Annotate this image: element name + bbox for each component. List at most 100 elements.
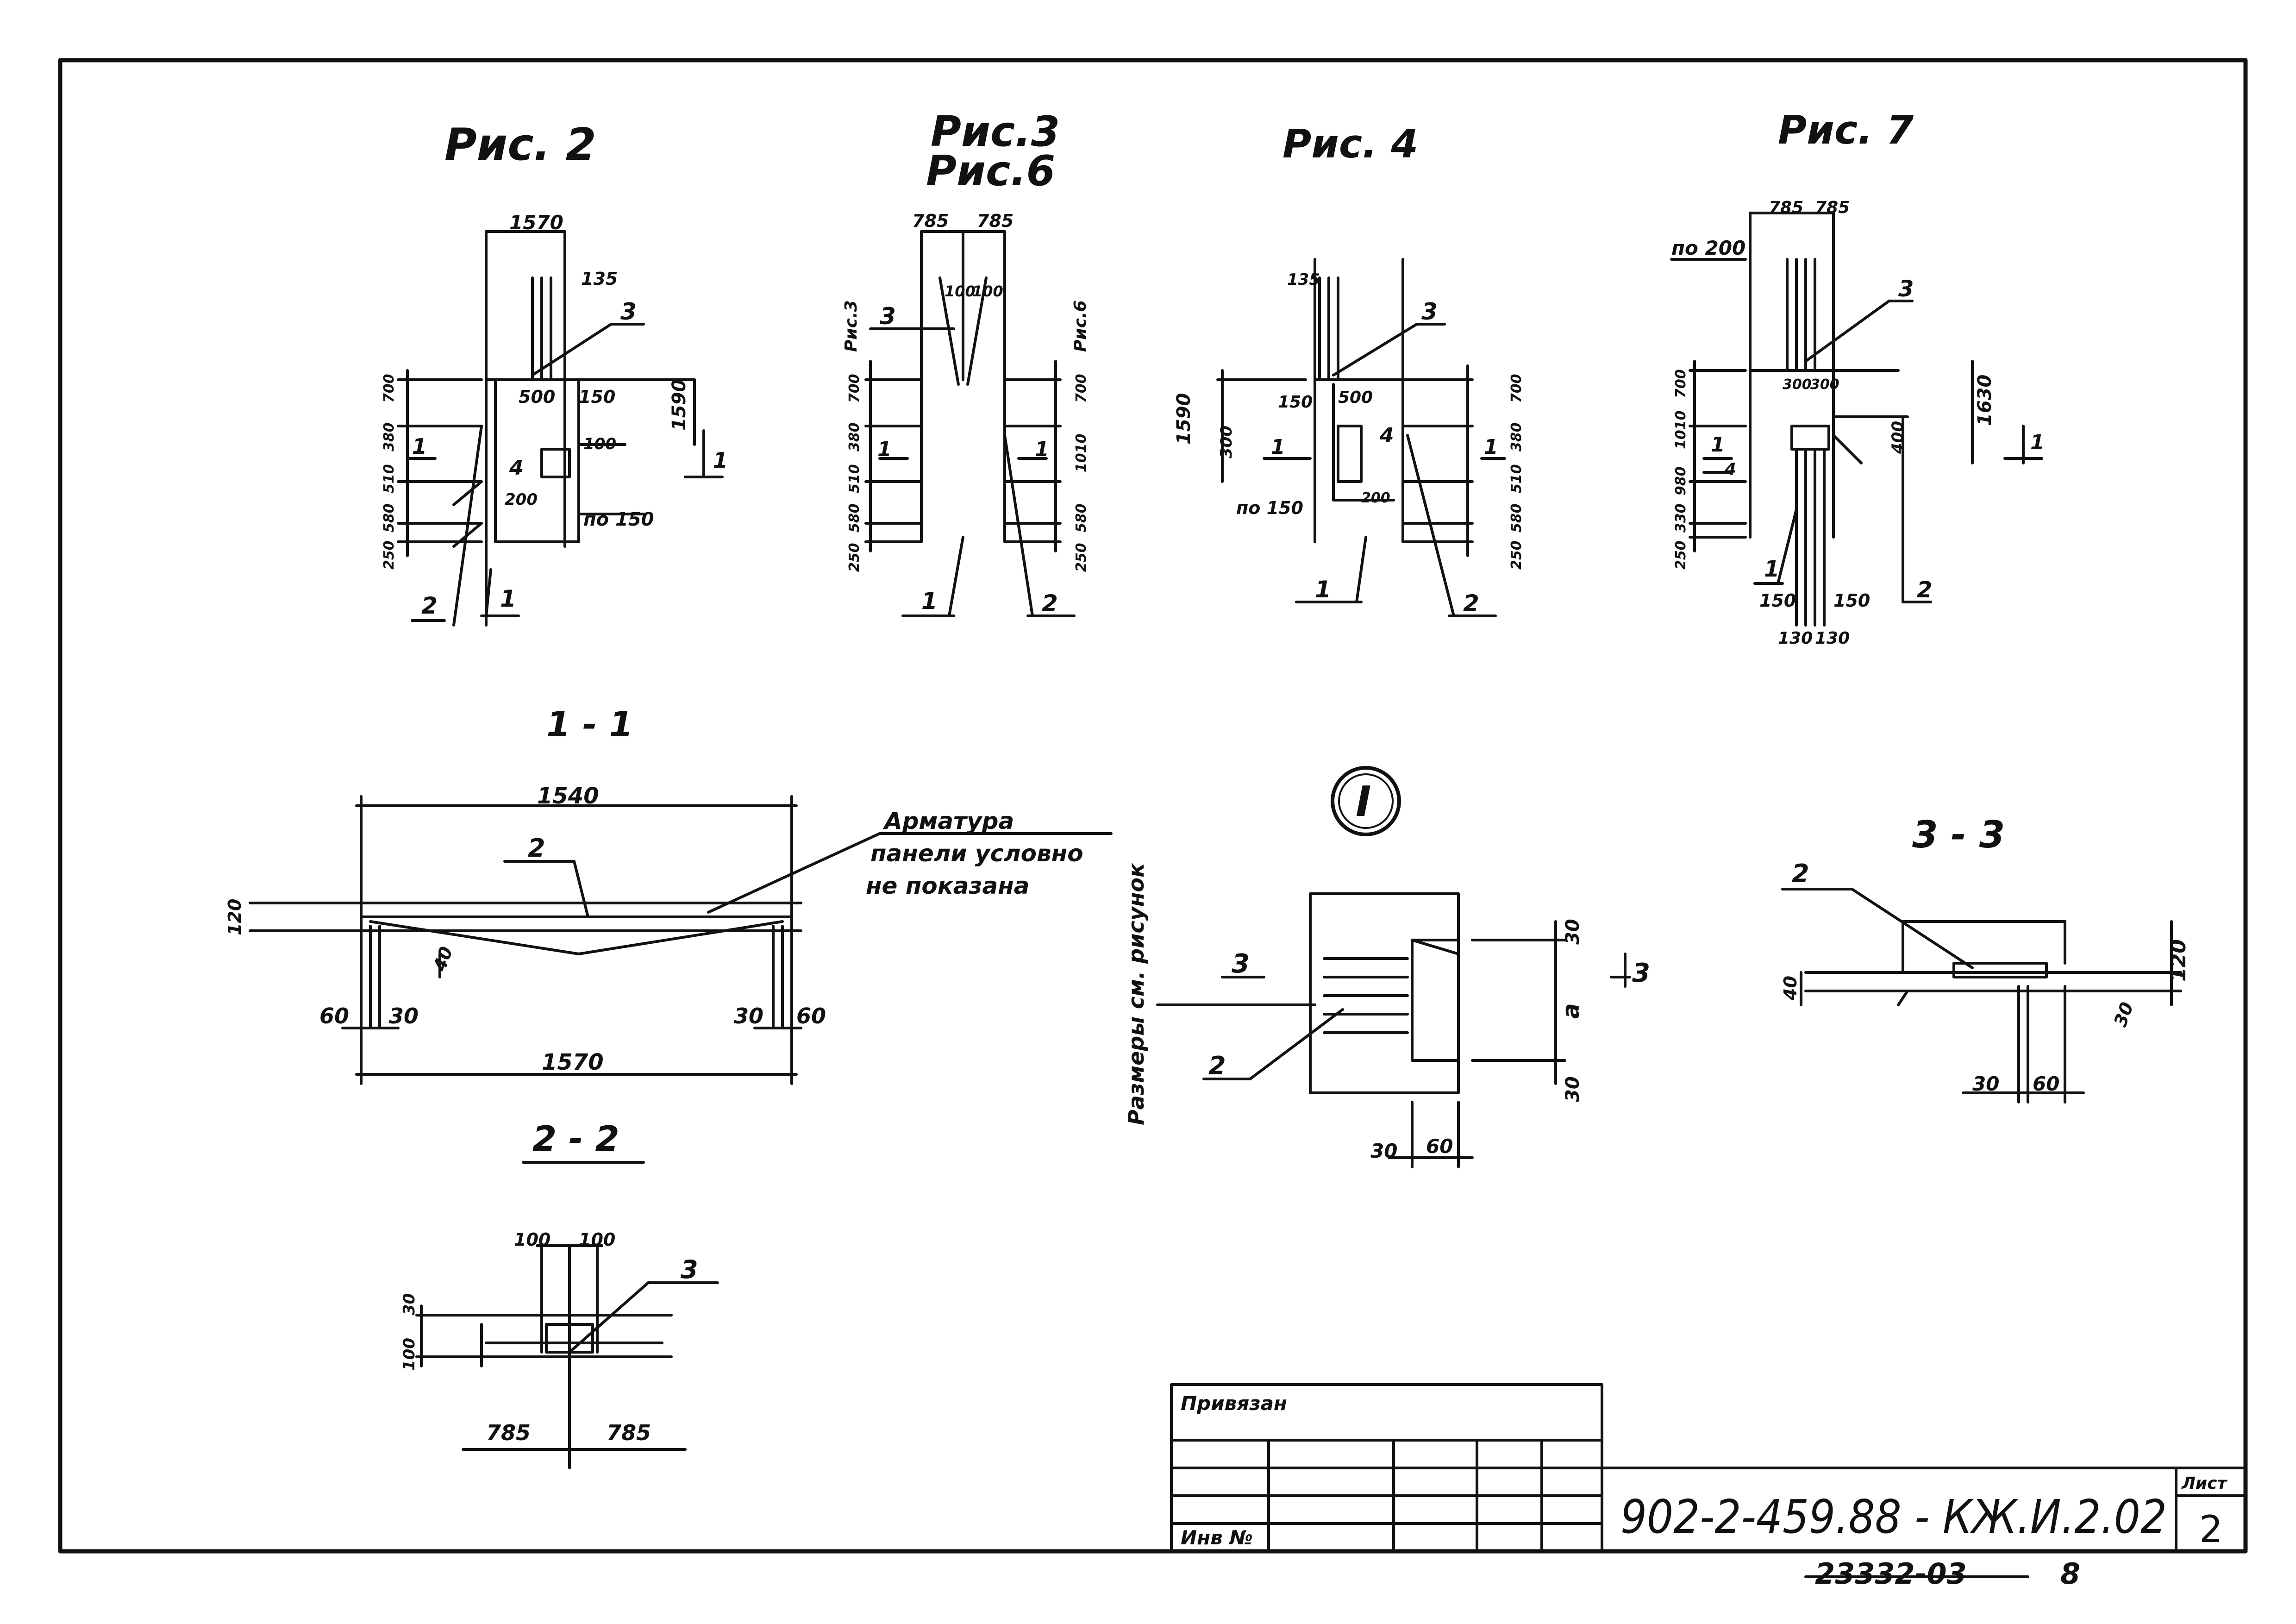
fig4-dim-135: 135 — [1287, 270, 1320, 289]
fig3-dim-right-2: 580 — [1073, 503, 1089, 533]
fig4-callout-3: 3 — [1421, 298, 1438, 325]
fig3-callout-2: 2 — [1042, 590, 1058, 617]
fig7-callout-1: 1 — [1764, 556, 1779, 582]
fig4-callout-2: 2 — [1463, 590, 1479, 617]
fig2-dim-left-3: 580 — [381, 503, 397, 533]
fig3-dim-left-3: 580 — [846, 503, 863, 533]
fig2-dim-step: по 150 — [583, 509, 654, 530]
fig7-dim-left-4: 250 — [1673, 540, 1689, 570]
section-1-1-dim-60a: 60 — [319, 1003, 349, 1028]
section-2-2-dim-100c: 100 — [400, 1338, 419, 1371]
fig7-dim-left-2: 980 — [1673, 466, 1689, 495]
fig4-dim-right-0: 700 — [1508, 374, 1525, 403]
section-2-2-title: 2 - 2 — [532, 1118, 619, 1159]
fig7-dim-step: по 200 — [1671, 237, 1745, 259]
section-1-1-dim-30b: 30 — [734, 1003, 763, 1028]
section-2-2-callout-3: 3 — [681, 1255, 698, 1284]
section-3-3-dim-120: 120 — [2167, 939, 2190, 982]
fig2-section-mark-left: 1 — [412, 434, 427, 459]
fig2-callout-2: 2 — [421, 592, 438, 619]
fig7-dim-300b: 300 — [1810, 376, 1839, 393]
fig7-title: Рис. 7 — [1778, 107, 1914, 153]
node-I-callout-2: 2 — [1208, 1051, 1226, 1080]
fig3-dim-785a: 785 — [912, 211, 949, 231]
fig3-dim-left-2: 510 — [846, 464, 863, 493]
fig2-dim-left-4: 250 — [381, 540, 397, 570]
section-3-3-title: 3 - 3 — [1912, 813, 2005, 856]
fig3-title: Рис.3 — [931, 107, 1060, 156]
fig2-section-mark-right: 1 — [713, 448, 728, 473]
fig4-dim-right-4: 250 — [1508, 540, 1525, 570]
section-1-1: 1 - 1 1540 1570 120 40 60 — [225, 704, 1113, 1085]
node-I-side-note: Размеры см. рисунок — [1124, 862, 1149, 1125]
fig7-dim-130b: 130 — [1815, 629, 1850, 648]
section-1-1-title: 1 - 1 — [546, 704, 633, 745]
fig4-dim-1590: 1590 — [1173, 393, 1195, 445]
fig4-dim-step: по 150 — [1236, 498, 1303, 518]
fig4-dim-150: 150 — [1278, 393, 1313, 412]
fig7-dim-left-3: 330 — [1673, 503, 1689, 533]
fig4-dim-right-3: 580 — [1508, 503, 1525, 533]
section-1-1-dim-30a: 30 — [389, 1003, 419, 1028]
figure-3-6: Рис.3 Рис.6 — [842, 107, 1090, 617]
fig2-dim-100: 100 — [583, 435, 616, 453]
drawing-code: 902-2-459.88 - КЖ.И.2.02 — [1620, 1490, 2167, 1544]
fig4-dim-300: 300 — [1217, 426, 1236, 458]
figure-2: Рис. 2 — [381, 119, 728, 627]
fig2-dim-left-0: 700 — [381, 374, 397, 403]
section-3-3-dim-40: 40 — [1780, 976, 1801, 1001]
figure-7: Рис. 7 — [1670, 107, 2045, 648]
fig2-dim-width: 1570 — [509, 211, 563, 234]
fig2-callout-3: 3 — [620, 298, 637, 325]
fig3-dim-100a: 100 — [945, 282, 976, 300]
fig3-side-left: Рис.3 — [842, 300, 861, 352]
section-2-2-dim-785b: 785 — [607, 1420, 651, 1445]
fig3-dim-left-1: 380 — [846, 422, 863, 451]
node-I-dim-30a: 30 — [1562, 919, 1583, 945]
archive-suffix: 8 — [2060, 1557, 2080, 1591]
archive-number: 23332-03 — [1815, 1557, 1967, 1591]
fig2-dim-200: 200 — [505, 490, 538, 509]
fig2-dim-left-2: 510 — [381, 464, 397, 493]
node-I-section-mark-right: 3 — [1632, 958, 1650, 988]
fig3-dim-785b: 785 — [977, 211, 1013, 231]
fig7-dim-1630: 1630 — [1974, 375, 1996, 426]
section-1-1-dim-120: 120 — [225, 899, 245, 935]
fig3-dim-right-1: 1010 — [1073, 434, 1089, 473]
fig7-callout-4: 4 — [1724, 460, 1736, 479]
fig7-dim-left-0: 700 — [1673, 369, 1689, 398]
fig7-dim-150b: 150 — [1833, 590, 1870, 611]
inv-label: Инв № — [1181, 1526, 1253, 1549]
fig4-dim-200: 200 — [1361, 490, 1390, 506]
fig2-dim-500: 500 — [519, 387, 555, 407]
fig7-section-mark-right: 1 — [2030, 431, 2045, 454]
node-I-section-mark-left: 3 — [1232, 949, 1250, 979]
fig4-dim-500: 500 — [1338, 388, 1373, 407]
section-3-3-dim-60: 60 — [2033, 1072, 2059, 1095]
section-1-1-dim-1540: 1540 — [537, 783, 599, 809]
fig7-dim-400: 400 — [1889, 421, 1907, 454]
node-I: I 30 a 30 30 60 3 3 — [1124, 766, 1650, 1168]
sheet-label: Лист — [2181, 1474, 2227, 1493]
section-1-1-note-line-2: панели условно — [870, 840, 1083, 867]
section-2-2: 2 - 2 100 100 30 100 785 785 3 — [400, 1118, 719, 1469]
fig3-callout-1: 1 — [921, 588, 938, 614]
fig4-section-mark-right: 1 — [1484, 435, 1498, 459]
fig7-dim-150a: 150 — [1759, 590, 1796, 611]
node-I-label: I — [1356, 778, 1371, 826]
fig7-dim-300a: 300 — [1783, 376, 1812, 393]
fig3-dim-right-0: 700 — [1073, 374, 1089, 403]
section-1-1-callout-2: 2 — [528, 834, 545, 863]
fig4-section-mark-left: 1 — [1271, 435, 1285, 459]
fig3-dim-100b: 100 — [972, 282, 1003, 300]
section-2-2-dim-785a: 785 — [486, 1420, 531, 1445]
fig4-dim-right-2: 510 — [1508, 464, 1525, 493]
fig7-callout-3: 3 — [1898, 276, 1914, 302]
tied-label: Привязан — [1181, 1392, 1287, 1415]
fig3-section-mark-right: 1 — [1035, 438, 1049, 461]
section-1-1-dim-1570: 1570 — [542, 1049, 604, 1075]
section-2-2-dim-30: 30 — [400, 1293, 419, 1315]
fig2-dim-left-1: 380 — [381, 422, 397, 451]
fig7-dim-785a: 785 — [1769, 198, 1803, 217]
fig3-section-mark-left: 1 — [877, 438, 892, 461]
